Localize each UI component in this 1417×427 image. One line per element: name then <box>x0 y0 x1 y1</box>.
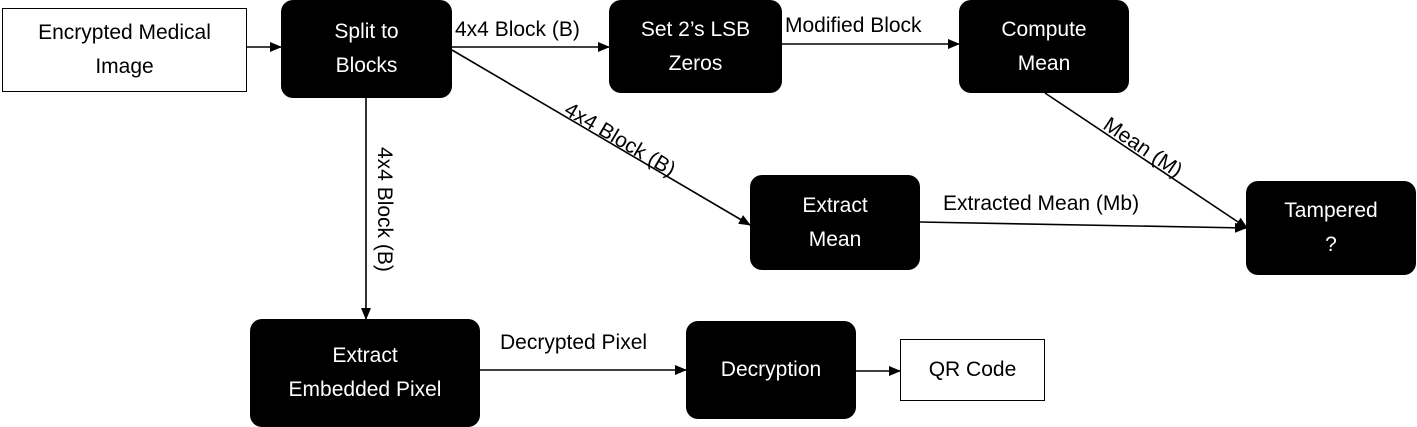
arrow-compute-to-tampered <box>1044 92 1248 229</box>
node-decryption: Decryption <box>686 321 856 419</box>
node-split-blocks: Split to Blocks <box>281 0 452 98</box>
edge-label-decrypted-pixel: Decrypted Pixel <box>500 331 648 355</box>
edge-label-block-vertical: 4x4 Block (B) <box>373 147 396 272</box>
edge-label-extracted-mean: Extracted Mean (Mb) <box>943 192 1140 216</box>
arrow-extract-mean-to-tampered <box>919 221 1247 233</box>
node-qr-code: QR Code <box>900 339 1045 401</box>
node-tampered: Tampered ? <box>1246 181 1416 275</box>
arrow-split-to-extract-mean <box>451 49 751 226</box>
node-compute-mean: Compute Mean <box>959 0 1129 93</box>
node-extract-mean: Extract Mean <box>750 175 920 270</box>
node-set-lsb: Set 2’s LSB Zeros <box>609 0 782 93</box>
node-encrypted-image: Encrypted Medical Image <box>2 8 247 92</box>
edge-label-block-to-lsb: 4x4 Block (B) <box>455 18 580 42</box>
node-extract-embedded-pixel: Extract Embedded Pixel <box>250 319 480 427</box>
edge-label-modified-block: Modified Block <box>785 14 922 38</box>
